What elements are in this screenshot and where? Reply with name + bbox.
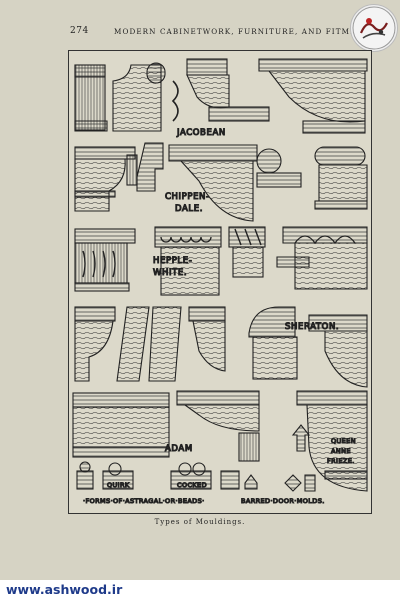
plate-caption: Types of Mouldings. bbox=[154, 518, 246, 526]
label-cocked: COCKED bbox=[177, 481, 207, 489]
jacobean-mouldings bbox=[74, 58, 368, 134]
label-chippendale-line1: CHIPPEN- bbox=[165, 192, 210, 202]
label-adam: ADAM bbox=[165, 444, 193, 454]
label-chippendale-line2: DALE. bbox=[175, 204, 203, 214]
label-queen-anne-line2: ANNE bbox=[331, 447, 351, 455]
page-header: 274 MODERN CABINETWORK, FURNITURE, AND F… bbox=[70, 26, 380, 38]
barred-door-profiles bbox=[244, 424, 316, 492]
site-logo bbox=[350, 4, 398, 52]
queen-anne-frieze bbox=[296, 390, 368, 492]
mouldings-plate: JACOBEAN CHIPPEN- DALE. HEPPLE- WHITE. bbox=[68, 50, 372, 514]
adam-mouldings bbox=[72, 390, 260, 462]
watermark-bar: www.ashwood.ir bbox=[0, 580, 400, 600]
sheraton-mouldings bbox=[74, 306, 368, 388]
label-queen-anne-line3: FRIEZE. bbox=[327, 457, 355, 465]
label-hepplewhite-line1: HEPPLE- bbox=[153, 256, 192, 266]
astragal-bead-profiles bbox=[76, 461, 240, 490]
watermark-link[interactable]: www.ashwood.ir bbox=[6, 582, 123, 597]
label-hepplewhite-line2: WHITE. bbox=[153, 268, 187, 278]
label-quirk: QUIRK bbox=[107, 481, 130, 489]
label-sheraton: SHERATON. bbox=[285, 322, 339, 332]
label-jacobean: JACOBEAN bbox=[176, 128, 226, 138]
page-number: 274 bbox=[70, 26, 89, 36]
running-head: MODERN CABINETWORK, FURNITURE, AND FITME… bbox=[114, 27, 379, 36]
label-queen-anne-line1: QUEEN bbox=[331, 437, 356, 445]
hepplewhite-mouldings bbox=[74, 226, 368, 296]
label-astragal: ·FORMS·OF·ASTRAGAL·OR·BEADS· bbox=[83, 497, 205, 505]
label-barred-door: BARRED·DOOR·MOLDS. bbox=[241, 497, 325, 505]
logo-emblem-icon bbox=[352, 6, 396, 50]
chippendale-mouldings bbox=[74, 142, 368, 222]
